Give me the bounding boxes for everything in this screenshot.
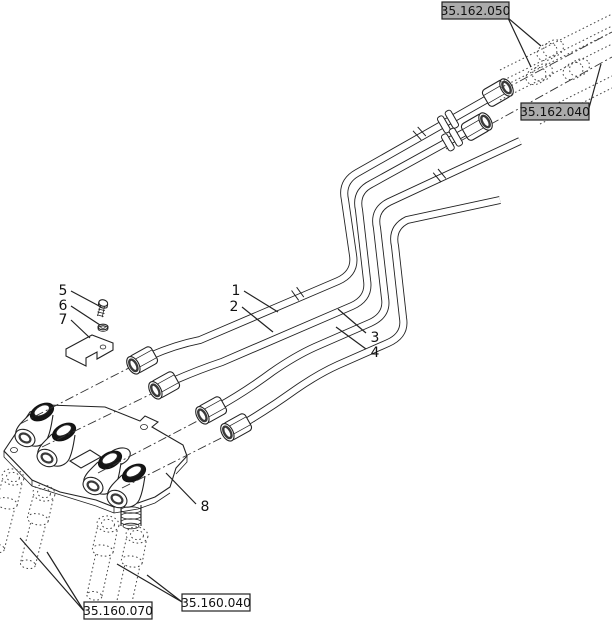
ref-label-text: 35.162.040 — [520, 105, 590, 119]
callout-8: 8 — [201, 499, 210, 515]
callout-2: 2 — [230, 299, 239, 315]
threaded-port — [120, 505, 142, 530]
ref-label-35-162-040[interactable]: 35.162.040 — [520, 102, 590, 121]
screw — [97, 299, 109, 318]
callout-7: 7 — [59, 312, 68, 328]
ref-label-text: 35.160.040 — [181, 596, 251, 610]
phantom-hose-4 — [113, 524, 150, 614]
callout-5: 5 — [59, 283, 68, 299]
tube2-nut — [144, 369, 183, 403]
phantom-hose-3 — [84, 513, 121, 603]
tube-4 — [240, 196, 501, 428]
tube-3 — [216, 137, 522, 411]
phantom-hose-1 — [0, 466, 26, 556]
manifold-plate — [3, 398, 188, 530]
phantom-clip-3 — [559, 55, 594, 84]
tube-2 — [171, 116, 489, 385]
washer — [97, 323, 109, 332]
tube-1 — [148, 85, 507, 360]
callout-3: 3 — [371, 330, 380, 346]
leader-lines — [19, 17, 602, 612]
callout-6: 6 — [59, 298, 68, 314]
ref-label-35-160-070[interactable]: 35.160.070 — [83, 601, 153, 620]
ref-label-text: 35.160.070 — [83, 604, 153, 618]
centerline-axes — [19, 31, 612, 489]
callout-1: 1 — [232, 283, 241, 299]
ref-label-text: 35.162.050 — [441, 4, 511, 18]
ref-label-35-162-050[interactable]: 35.162.050 — [441, 1, 511, 20]
tube1-nut — [122, 344, 161, 378]
ref-label-35-160-040[interactable]: 35.160.040 — [181, 593, 251, 612]
bracket-plate — [65, 334, 114, 367]
callout-4: 4 — [371, 345, 380, 361]
